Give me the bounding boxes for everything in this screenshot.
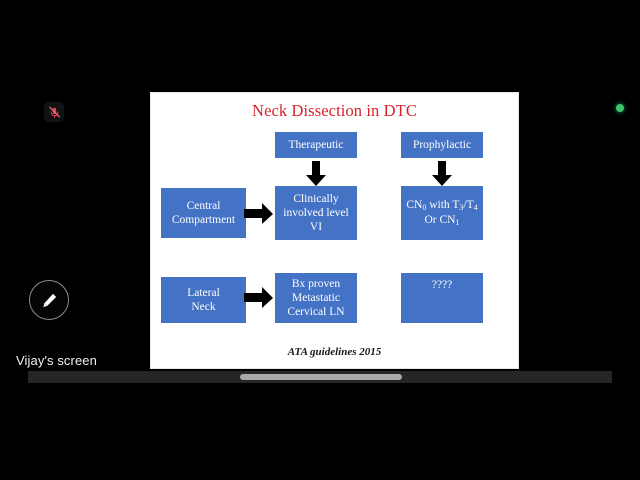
slide-title: Neck Dissection in DTC <box>252 101 417 120</box>
box-prophylactic-label: Prophylactic <box>412 139 472 151</box>
arrow-right-icon-lateral <box>244 287 274 309</box>
box-clinically-involved-level-vi: Clinically involved level VI <box>275 186 357 240</box>
box-therapeutic-label: Therapeutic <box>288 139 344 151</box>
box-cn0-cn: CN <box>406 199 423 211</box>
pencil-icon <box>42 293 56 307</box>
box-cn0-with-t3-t4-or-cn1: CN0 with T3/T4 Or CN1 <box>401 186 483 240</box>
box-cn0-or-cn: Or CN <box>424 214 456 226</box>
box-therapeutic: Therapeutic <box>275 132 357 158</box>
box-bx-line3: Cervical LN <box>287 306 345 318</box>
horizontal-scrollbar-thumb[interactable] <box>240 374 402 380</box>
arrow-down-icon-prophylactic <box>431 161 453 187</box>
arrow-down-icon-therapeutic <box>305 161 327 187</box>
annotate-pencil-button[interactable] <box>29 280 69 320</box>
box-cn0-sub1: 1 <box>455 218 460 227</box>
box-cn0-with-t: with T <box>426 199 460 211</box>
box-prophylactic: Prophylactic <box>401 132 483 158</box>
box-cn0-sub3: 3 <box>459 203 464 212</box>
shared-slide: Neck Dissection in DTC Therapeutic Proph… <box>151 93 518 368</box>
presenter-name-label: Vijay's screen <box>16 353 97 368</box>
box-question-label: ???? <box>431 279 453 291</box>
slide-footer-citation: ATA guidelines 2015 <box>287 346 382 358</box>
box-lateral-line1: Lateral <box>187 287 220 299</box>
microphone-muted-icon <box>44 102 64 122</box>
horizontal-scrollbar-track[interactable] <box>28 371 612 383</box>
box-central-line2: Compartment <box>171 214 236 226</box>
box-lateral-line2: Neck <box>191 301 216 313</box>
box-unknown-question-marks: ???? <box>401 273 483 323</box>
box-central-compartment-label: Central Compartment <box>172 199 235 227</box>
box-clinically-line3: VI <box>309 221 323 233</box>
box-cn0-sub0: 0 <box>422 203 427 212</box>
box-central-compartment: Central Compartment <box>161 188 246 238</box>
box-central-line1: Central <box>186 200 221 212</box>
box-clinically-line1: Clinically <box>293 193 339 205</box>
box-lateral-neck-label: Lateral Neck <box>187 286 220 314</box>
box-bx-label: Bx proven Metastatic Cervical LN <box>287 277 344 319</box>
arrow-right-icon-central <box>244 203 274 225</box>
box-cn0-slash-t: /T <box>463 199 474 211</box>
box-bx-line2: Metastatic <box>292 292 340 304</box>
box-lateral-neck: Lateral Neck <box>161 277 246 323</box>
box-bx-line1: Bx proven <box>291 278 341 290</box>
box-cn0-sub4: 4 <box>473 203 478 212</box>
box-clinically-label: Clinically involved level VI <box>283 192 348 234</box>
box-bx-proven-metastatic-cervical-ln: Bx proven Metastatic Cervical LN <box>275 273 357 323</box>
box-cn0-label: CN0 with T3/T4 Or CN1 <box>406 198 477 228</box>
box-clinically-line2: involved level <box>283 207 349 219</box>
status-indicator-dot <box>616 104 624 112</box>
